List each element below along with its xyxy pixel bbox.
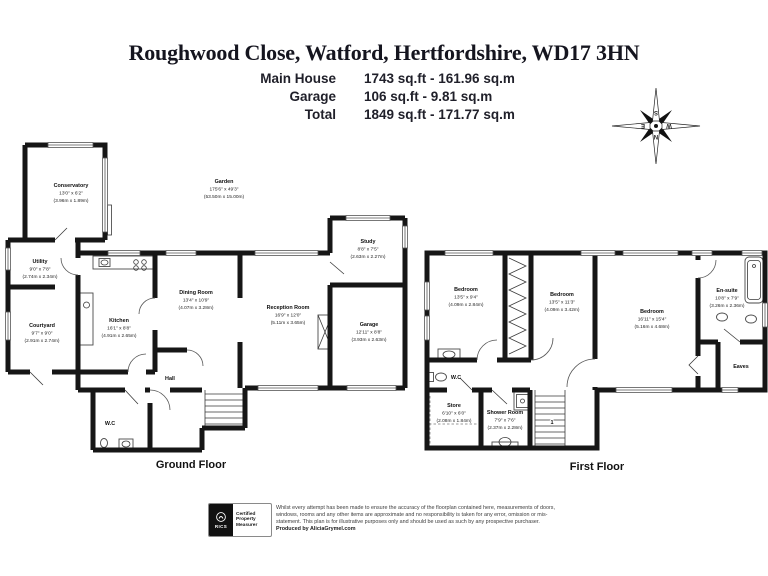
room-dim: 13'0" x 6'2"	[59, 191, 83, 197]
room-dim: 16'9" x 12'0"	[275, 313, 302, 319]
table-row: Total 1849 sq.ft - 171.77 sq.m	[230, 106, 515, 124]
first-floor-wc-fixtures	[428, 372, 447, 382]
stair-number-label: 1	[550, 420, 553, 426]
disclaimer-text: Whilst every attempt has been made to en…	[276, 505, 564, 533]
room-dim: 8'8" x 7'5"	[358, 247, 379, 253]
produced-by-label: Produced by AliciaGrymel.com	[276, 526, 356, 532]
room-label-wc-ground: W.C	[105, 421, 115, 427]
room-label-hall: Hall	[165, 376, 175, 382]
room-label-shower-room: Shower Room	[487, 410, 523, 416]
room-dim: 12'11" x 8'8"	[356, 330, 382, 336]
room-dim: 16'1" x 8'8"	[107, 326, 131, 332]
room-dim: 6'10" x 6'0"	[442, 411, 466, 417]
rics-brand-label: RICS	[214, 524, 228, 529]
room-label-eaves: Eaves	[733, 364, 749, 370]
area-label: Garage	[289, 89, 336, 104]
compass-south-label: S	[654, 109, 658, 115]
first-floor-plan	[424, 250, 768, 451]
store-eaves-dashes	[429, 396, 479, 444]
room-dim: 7'9" x 7'6"	[495, 418, 516, 424]
room-label-conservatory: Conservatory	[54, 183, 89, 189]
table-row: Garage 106 sq.ft - 9.81 sq.m	[230, 88, 515, 106]
room-dim: (4.09m x 3.42m)	[545, 307, 580, 313]
room-dim: 10'8" x 7'9"	[715, 296, 739, 302]
room-labels: Garden 175'6" x 49'3" (53.50m x 15.00m) …	[23, 179, 749, 431]
area-summary-table: Main House 1743 sq.ft - 161.96 sq.m Gara…	[230, 70, 515, 124]
room-dim: 9'7" x 9'0"	[32, 331, 53, 337]
rics-line: Property	[236, 517, 256, 523]
room-label-utility: Utility	[33, 259, 48, 265]
room-label-ensuite: En-suite	[716, 288, 737, 294]
rics-certification-text: Certified Property Measurer	[233, 504, 271, 536]
ground-floor-plan	[5, 142, 408, 453]
room-label-dining-room: Dining Room	[179, 290, 213, 296]
room-dim: (53.50m x 15.00m)	[204, 194, 245, 200]
area-value: 106 sq.ft - 9.81 sq.m	[364, 89, 493, 104]
room-dim: (5.16m x 4.68m)	[635, 324, 670, 330]
room-dim: (3.93m x 2.63m)	[352, 337, 387, 343]
area-value: 1743 sq.ft - 161.96 sq.m	[364, 71, 515, 86]
compass-rose-icon: N S E W	[611, 87, 701, 165]
compass-east-label: E	[641, 122, 645, 128]
room-label-bedroom-2: Bedroom	[550, 292, 574, 298]
compass-north-label: N	[654, 133, 658, 139]
room-dim: (2.74m x 2.34m)	[23, 274, 58, 280]
room-label-courtyard: Courtyard	[29, 323, 55, 329]
room-dim: (4.07m x 3.28m)	[179, 305, 214, 311]
room-label-wc-first: W.C	[451, 375, 461, 381]
room-label-bedroom-3: Bedroom	[640, 309, 664, 315]
ground-floor-walls	[5, 142, 408, 453]
room-dim: 175'6" x 49'3"	[210, 187, 239, 193]
room-dim: (2.08m x 1.84m)	[437, 418, 472, 424]
rics-emblem-block: RICS	[209, 504, 233, 536]
room-label-bedroom-1: Bedroom	[454, 287, 478, 293]
area-label: Total	[304, 107, 336, 122]
area-value: 1849 sq.ft - 171.77 sq.m	[364, 107, 515, 122]
room-label-garage: Garage	[360, 322, 379, 328]
first-floor-caption: First Floor	[569, 461, 625, 473]
room-label-garden: Garden	[215, 179, 234, 185]
area-label: Main House	[260, 71, 336, 86]
ground-floor-caption: Ground Floor	[155, 459, 227, 471]
chimney-detail	[107, 204, 112, 236]
first-floor-windows	[424, 250, 768, 393]
room-dim: (4.09m x 2.84m)	[449, 302, 484, 308]
room-dim: 13'5" x 11'3"	[549, 300, 575, 306]
room-dim: 16'11" x 15'4"	[638, 317, 667, 323]
rics-logo: RICS Certified Property Measurer	[208, 503, 272, 537]
room-dim: 13'5" x 9'4"	[454, 295, 478, 301]
room-label-kitchen: Kitchen	[109, 318, 129, 324]
kitchen-fixtures	[79, 255, 156, 346]
rics-emblem-icon	[216, 512, 226, 522]
table-row: Main House 1743 sq.ft - 161.96 sq.m	[230, 70, 515, 88]
first-floor-doors	[459, 257, 741, 405]
room-dim: (2.63m x 2.27m)	[351, 254, 386, 260]
rics-line: Measurer	[236, 522, 258, 528]
first-floor-stairs	[534, 390, 566, 448]
disclaimer-body: Whilst every attempt has been made to en…	[276, 505, 555, 525]
room-dim: (2.91m x 2.74m)	[25, 338, 60, 344]
room-dim: (2.37m x 2.28m)	[488, 425, 523, 431]
room-dim: (3.96m x 1.89m)	[54, 198, 89, 204]
room-label-reception-room: Reception Room	[267, 305, 310, 311]
ground-floor-windows	[5, 142, 408, 391]
room-dim: 13'4" x 10'9"	[183, 298, 210, 304]
page-title: Roughwood Close, Watford, Hertfordshire,…	[128, 40, 640, 65]
rics-line: Certified	[236, 511, 256, 517]
ground-floor-doors	[29, 227, 345, 411]
room-dim: (5.11m x 3.65m)	[271, 320, 306, 326]
room-dim: 9'0" x 7'8"	[30, 267, 51, 273]
ensuite-fixtures	[716, 256, 764, 324]
wc-fixtures	[100, 438, 134, 450]
room-dim: (3.26m x 2.36m)	[710, 303, 745, 309]
room-dim: (4.91m x 2.65m)	[102, 333, 137, 339]
room-label-study: Study	[361, 239, 376, 245]
ground-floor-stairs	[204, 390, 244, 428]
compass-west-label: W	[666, 122, 672, 128]
first-floor-walls	[424, 250, 768, 451]
room-label-store: Store	[447, 403, 461, 409]
